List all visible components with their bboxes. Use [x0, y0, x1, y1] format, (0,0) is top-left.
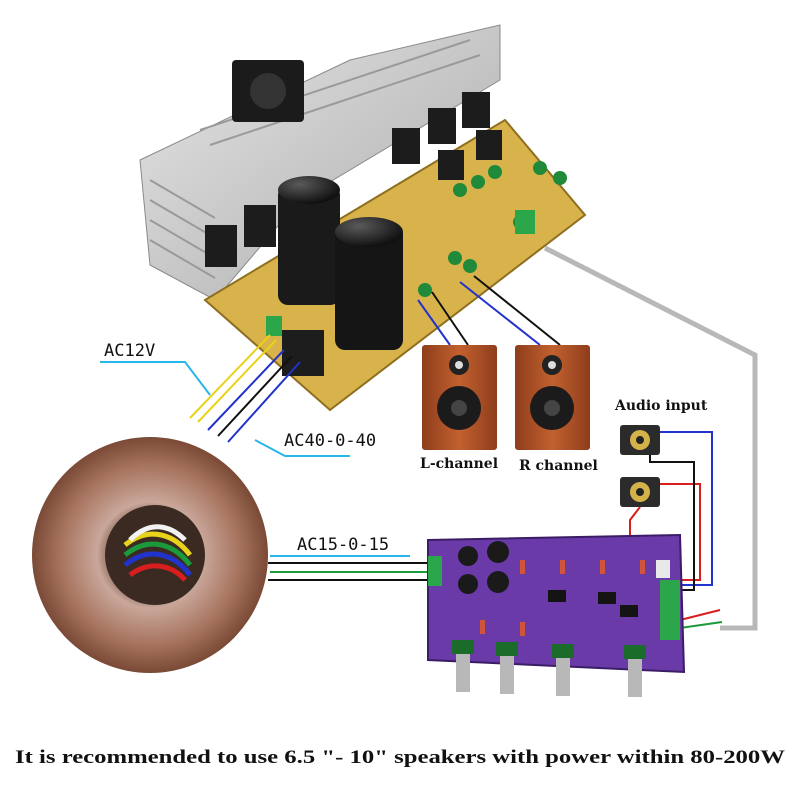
tone-potentiometers: [452, 640, 646, 697]
signal-cable: [543, 245, 758, 631]
tone-control-board: [427, 533, 686, 697]
tone-ics: [548, 590, 638, 617]
terminal-blocks: [266, 210, 535, 376]
rca-input-top: [620, 425, 660, 455]
label-ac40: AC40-0-40: [284, 431, 376, 451]
speaker-right: [515, 345, 590, 450]
label-audio-input: Audio input: [614, 398, 708, 414]
label-ac15: AC15-0-15: [297, 535, 389, 555]
filter-capacitor-left: [278, 176, 340, 305]
tone-capacitors: [458, 541, 509, 594]
power-amplifier-board: [139, 24, 587, 412]
speaker-left: [422, 345, 497, 450]
transformer-lead-bundle: [123, 524, 192, 582]
tone-terminals: [428, 556, 680, 640]
label-r-channel: R channel: [519, 458, 598, 474]
filter-capacitor-right: [335, 217, 403, 350]
small-capacitors: [418, 161, 567, 297]
label-ac12v: AC12V: [104, 341, 155, 361]
speaker-wires: [417, 275, 561, 346]
tone-resistors: [480, 560, 645, 636]
rca-input-bottom: [620, 477, 660, 507]
toroidal-transformer: [32, 437, 268, 673]
label-l-channel: L-channel: [420, 456, 498, 472]
power-wires: [189, 334, 436, 581]
power-transistors: [205, 92, 502, 267]
callout-lines: [100, 361, 410, 557]
caption-text: It is recommended to use 6.5 "- 10" spea…: [15, 747, 785, 768]
tone-pcb: [427, 533, 686, 674]
fan-hub: [250, 73, 286, 109]
